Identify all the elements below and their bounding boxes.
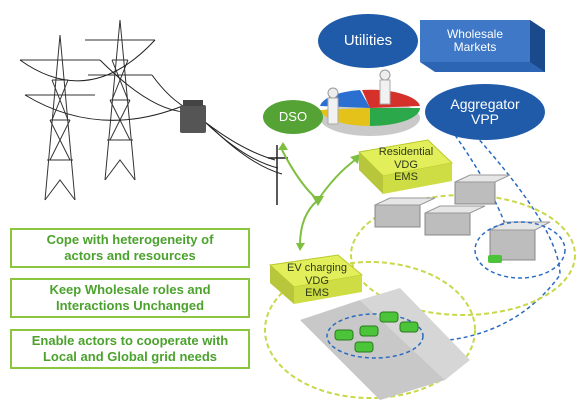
residential-vdg-label: Residential VDG EMS <box>378 146 434 184</box>
goal-wholesale-roles-text: Keep Wholesale roles and Interactions Un… <box>49 282 211 313</box>
dso-label: DSO <box>278 108 308 124</box>
goal-wholesale-roles: Keep Wholesale roles and Interactions Un… <box>10 278 250 318</box>
ev-charging-vdg-area <box>264 254 476 400</box>
power-lines <box>19 39 283 175</box>
green-connection-lines <box>278 142 360 251</box>
transmission-tower-left <box>20 34 100 201</box>
goal-heterogeneity: Cope with heterogeneity of actors and re… <box>10 228 250 268</box>
residential-vdg-area <box>350 139 576 316</box>
utilities-label: Utilities <box>343 31 393 49</box>
wholesale-markets-box <box>420 20 545 72</box>
ev-charging-vdg-label: EV charging VDG EMS <box>287 262 347 300</box>
transmission-tower-right <box>85 19 155 181</box>
aggregator-ellipse: Aggregator VPP <box>425 84 545 140</box>
goal-heterogeneity-text: Cope with heterogeneity of actors and re… <box>46 232 214 263</box>
wholesale-markets-label: Wholesale Markets <box>446 26 504 54</box>
wholesale-markets-label-box: Wholesale Markets <box>420 20 530 62</box>
aggregator-label: Aggregator VPP <box>450 95 520 127</box>
goal-cooperate: Enable actors to cooperate with Local an… <box>10 329 250 369</box>
utilities-ellipse: Utilities <box>318 14 418 68</box>
cooperation-pie-icon <box>320 69 420 136</box>
dso-ellipse: DSO <box>263 100 323 134</box>
utility-pole <box>268 145 288 205</box>
transformer <box>180 100 206 133</box>
goal-cooperate-text: Enable actors to cooperate with Local an… <box>31 333 229 364</box>
aggregator-dashed-links <box>449 134 561 341</box>
